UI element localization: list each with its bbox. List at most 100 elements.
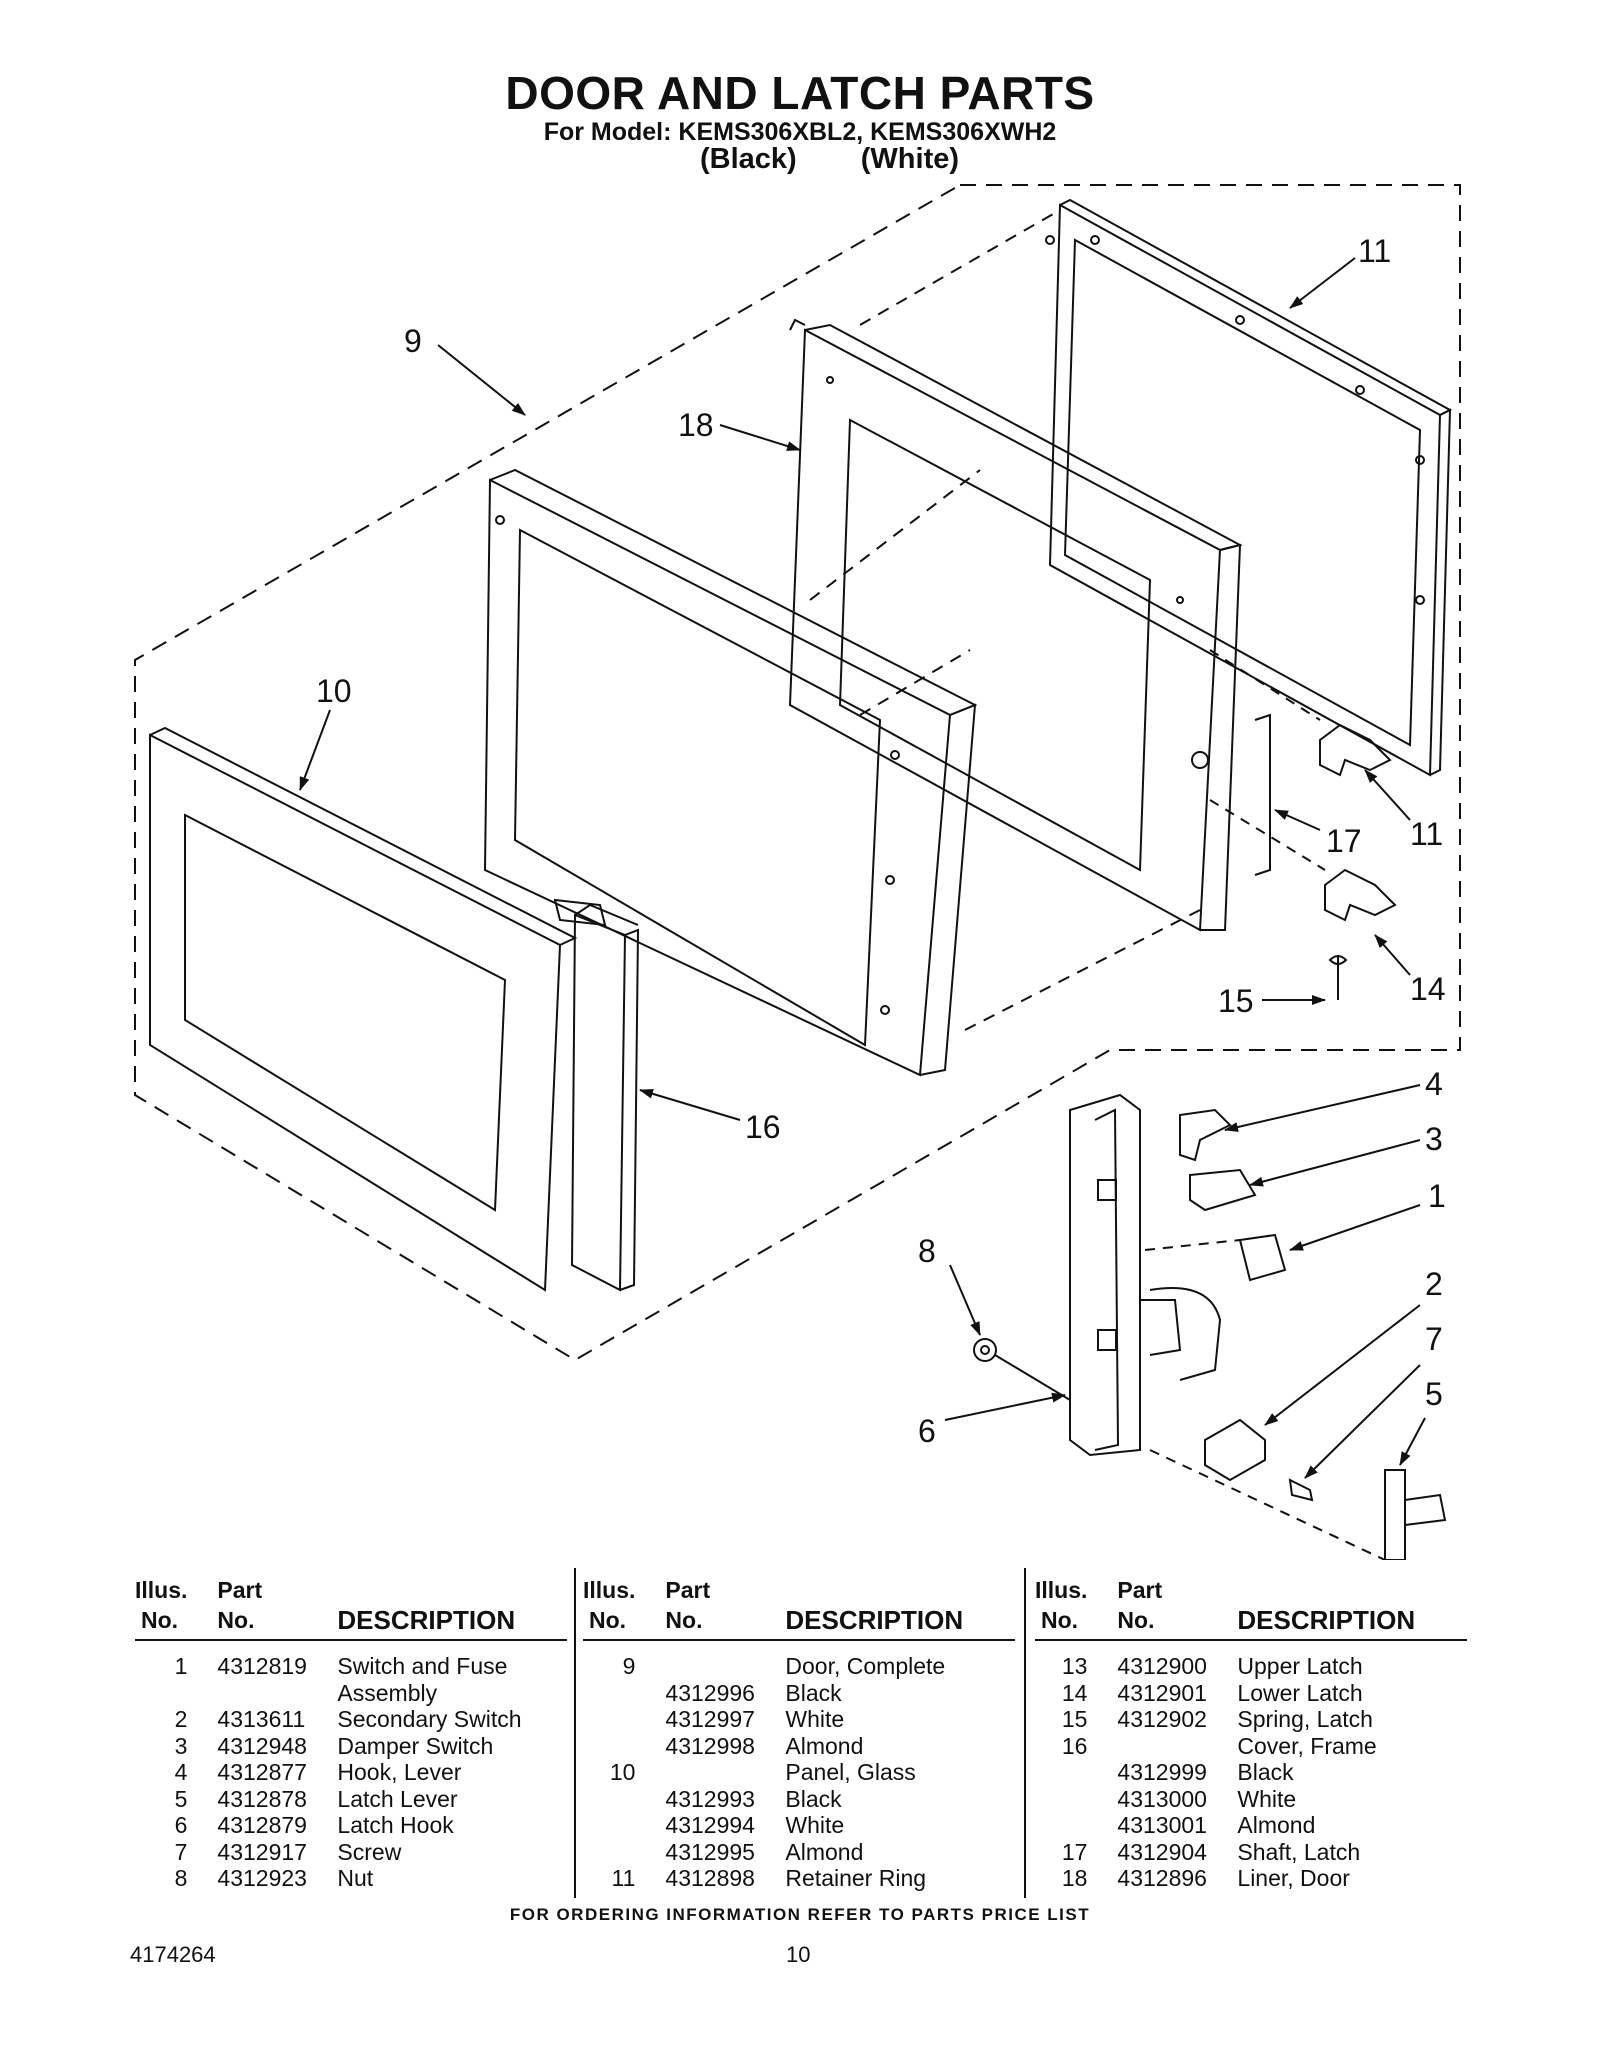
description-cell: Assembly bbox=[337, 1679, 438, 1706]
illus-no-cell: 10 bbox=[609, 1759, 636, 1785]
spacer-cell bbox=[187, 1759, 217, 1786]
spacer-cell bbox=[635, 1812, 665, 1839]
description-cell: Shaft, Latch bbox=[1237, 1838, 1361, 1865]
part-no-cell: 4312995 bbox=[665, 1838, 755, 1865]
spacer-cell bbox=[187, 1865, 217, 1892]
part-no-cell: 4312879 bbox=[217, 1812, 307, 1838]
switch-parts bbox=[1144, 1108, 1287, 1482]
spacer-cell bbox=[187, 1706, 217, 1733]
table-row: 1 4312819 Switch and Fuse bbox=[135, 1640, 567, 1680]
spacer-cell bbox=[635, 1706, 665, 1733]
col-illus-header: Illus. bbox=[583, 1577, 636, 1603]
illus-no-cell: 4 bbox=[174, 1759, 188, 1785]
col-illus-no-header: No. bbox=[135, 1605, 188, 1641]
table-row: Assembly bbox=[135, 1680, 567, 1707]
callout-4: 4 bbox=[1425, 1066, 1443, 1102]
spacer-cell bbox=[635, 1865, 665, 1892]
color-black-label: (Black) bbox=[700, 143, 797, 175]
col-illus-no-header: No. bbox=[583, 1605, 636, 1641]
illus-no-cell: 14 bbox=[1061, 1679, 1088, 1706]
page-number: 10 bbox=[786, 1942, 811, 1967]
spacer-cell bbox=[1087, 1706, 1117, 1733]
part-no-cell: 4312819 bbox=[217, 1653, 307, 1679]
door-liner-part bbox=[788, 318, 1243, 932]
callout-14: 14 bbox=[1410, 971, 1446, 1007]
part-no-cell: 4312898 bbox=[665, 1865, 755, 1891]
color-white-label: (White) bbox=[860, 143, 960, 175]
part-no-cell bbox=[665, 1640, 785, 1680]
col-description-header: DESCRIPTION bbox=[785, 1605, 1016, 1641]
col-illus-header: Illus. bbox=[135, 1577, 188, 1603]
callout-11: 11 bbox=[1358, 233, 1391, 269]
callout-13: 11 bbox=[1410, 816, 1443, 852]
part-no-cell: 4312948 bbox=[217, 1732, 307, 1759]
spacer-cell bbox=[1087, 1680, 1117, 1707]
col-description-header: DESCRIPTION bbox=[1237, 1605, 1468, 1641]
illus-no-cell: 7 bbox=[174, 1838, 188, 1865]
leader-arrows bbox=[299, 257, 1426, 1479]
col-part-no-header: No. bbox=[1117, 1605, 1238, 1641]
alignment-lines bbox=[809, 209, 1201, 1031]
description-cell: Retainer Ring bbox=[785, 1865, 927, 1891]
spacer-cell bbox=[187, 1733, 217, 1760]
document-number: 4174264 bbox=[130, 1942, 216, 1967]
door-frame-part bbox=[483, 468, 978, 1077]
spacer-cell bbox=[1087, 1759, 1117, 1786]
retainer-ring-part bbox=[1045, 198, 1453, 777]
illus-no-cell bbox=[1035, 1812, 1087, 1839]
part-no-cell bbox=[665, 1759, 785, 1786]
part-no-cell: 4312878 bbox=[217, 1785, 307, 1812]
description-cell: Almond bbox=[1237, 1812, 1316, 1838]
cover-frame-part bbox=[570, 903, 640, 1292]
description-cell: White bbox=[785, 1812, 845, 1838]
part-no-cell: 4313000 bbox=[1117, 1785, 1207, 1812]
illus-no-cell: 3 bbox=[174, 1732, 188, 1759]
illus-no-cell: 1 bbox=[174, 1653, 188, 1679]
illus-no-cell: 5 bbox=[174, 1785, 188, 1812]
small-hardware bbox=[973, 1338, 1447, 1560]
description-cell: Black bbox=[785, 1785, 842, 1812]
illus-no-cell bbox=[583, 1812, 635, 1839]
part-no-cell: 4313001 bbox=[1117, 1812, 1207, 1838]
illus-no-cell: 11 bbox=[611, 1865, 636, 1891]
spacer-cell bbox=[1087, 1839, 1117, 1866]
callout-7: 7 bbox=[1425, 1321, 1443, 1357]
description-cell: White bbox=[785, 1706, 845, 1732]
illus-no-cell bbox=[583, 1839, 635, 1866]
illus-no-cell: 16 bbox=[1061, 1732, 1088, 1759]
part-no-cell: 4312900 bbox=[1117, 1653, 1207, 1679]
callout-9: 9 bbox=[404, 323, 422, 359]
col-part-header: Part bbox=[665, 1577, 711, 1603]
spacer-cell bbox=[187, 1812, 217, 1839]
description-cell: Upper Latch bbox=[1237, 1653, 1363, 1679]
callout-3: 3 bbox=[1425, 1121, 1443, 1157]
illus-no-cell bbox=[583, 1733, 635, 1760]
callout-8: 8 bbox=[918, 1233, 936, 1269]
illus-no-cell: 8 bbox=[174, 1865, 188, 1891]
callout-2: 2 bbox=[1425, 1266, 1443, 1302]
illus-no-cell: 2 bbox=[174, 1706, 188, 1732]
description-cell: Screw bbox=[337, 1838, 402, 1865]
description-cell: Almond bbox=[785, 1732, 864, 1759]
col-part-header: Part bbox=[1117, 1577, 1163, 1603]
description-cell: Switch and Fuse bbox=[337, 1653, 508, 1679]
part-no-cell bbox=[1117, 1733, 1237, 1760]
latch-assembly bbox=[1209, 649, 1397, 1000]
illus-no-cell: 6 bbox=[174, 1812, 188, 1838]
